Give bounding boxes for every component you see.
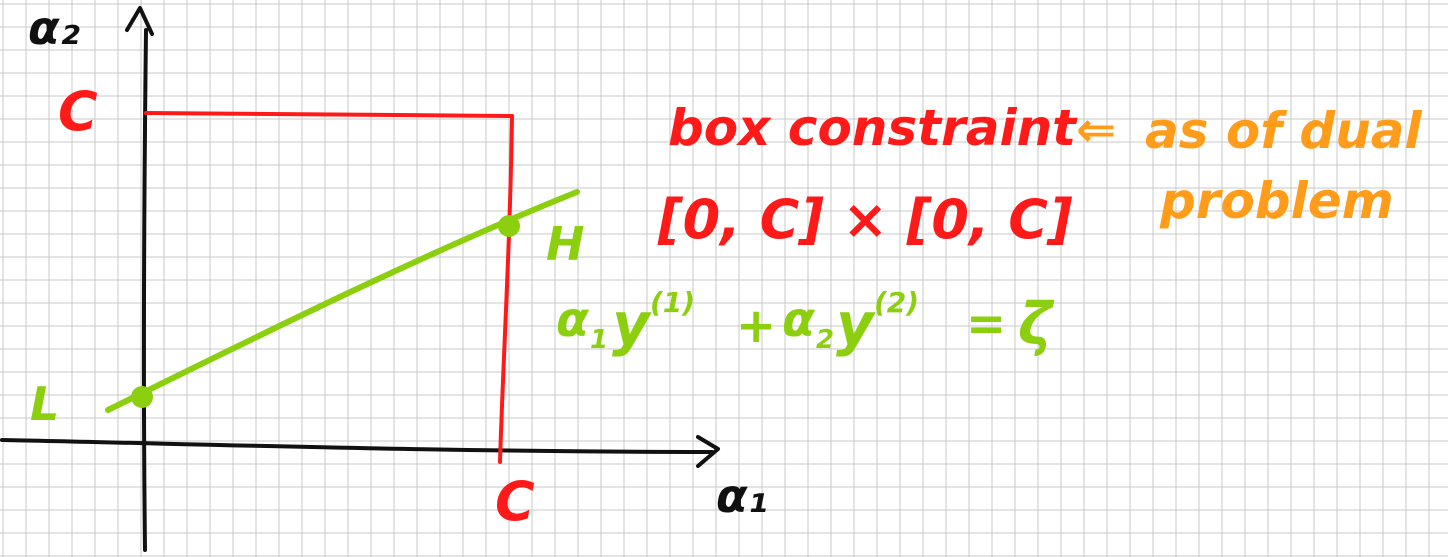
box-product-note: [0, C] × [0, C] bbox=[657, 188, 1073, 251]
eq-sup2: (2) bbox=[874, 286, 919, 319]
box-constraint-note: box constraint bbox=[668, 99, 1078, 157]
eq-plus: + bbox=[736, 298, 776, 354]
y-axis-arrowhead bbox=[125, 6, 154, 36]
dual-problem-line2: problem bbox=[1159, 172, 1394, 230]
point-H bbox=[498, 215, 520, 237]
c-label-horizontal: C bbox=[495, 470, 535, 533]
y-axis bbox=[141, 28, 148, 552]
c-label-vertical: C bbox=[58, 80, 98, 143]
eq-zeta: ζ bbox=[1018, 290, 1055, 358]
L-label: L bbox=[30, 377, 59, 431]
x-axis bbox=[0, 438, 714, 454]
box-top-edge bbox=[144, 111, 514, 118]
note-arrow: ⇐ bbox=[1076, 102, 1116, 158]
eq-sub1: 1 bbox=[590, 325, 608, 355]
eq-sup1: (1) bbox=[650, 286, 695, 319]
eq-equals: = bbox=[966, 296, 1006, 352]
H-label: H bbox=[546, 217, 585, 271]
eq-sub2: 2 bbox=[816, 325, 834, 355]
dual-problem-line1: as of dual bbox=[1145, 102, 1423, 160]
box-right-edge bbox=[498, 114, 514, 464]
constraint-equation: α 1 y (1) + α 2 y (2) = ζ bbox=[556, 286, 1055, 358]
eq-alpha1: α bbox=[556, 292, 590, 348]
point-L bbox=[131, 386, 153, 408]
y-axis-label: α₂ bbox=[28, 1, 80, 55]
eq-alpha2: α bbox=[782, 292, 816, 348]
eq-y2: y bbox=[836, 290, 876, 358]
eq-y1: y bbox=[612, 290, 652, 358]
x-axis-label: α₁ bbox=[716, 469, 768, 523]
x-axis-arrowhead bbox=[696, 435, 720, 468]
